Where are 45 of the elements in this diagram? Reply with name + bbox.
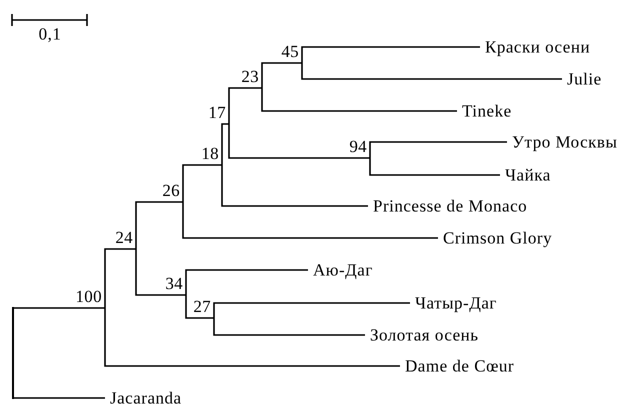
tree-branch bbox=[104, 308, 400, 367]
tree-branch bbox=[261, 88, 457, 112]
bootstrap-value: 45 bbox=[281, 43, 302, 63]
tree-branch bbox=[14, 307, 105, 309]
tree-branch bbox=[369, 141, 507, 158]
tree-branch bbox=[14, 397, 105, 399]
tree-branch bbox=[135, 201, 183, 249]
scale-label: 0,1 bbox=[38, 26, 62, 42]
tree-branch bbox=[185, 295, 214, 319]
taxon-label: Crimson Glory bbox=[438, 230, 552, 246]
bootstrap-value: 23 bbox=[241, 68, 262, 88]
taxon-label: Jacaranda bbox=[105, 390, 182, 404]
bootstrap-value: 17 bbox=[208, 104, 229, 124]
taxon-label: Аю-Даг bbox=[308, 262, 373, 278]
bootstrap-value: 24 bbox=[115, 229, 136, 249]
tree-branch bbox=[228, 124, 370, 159]
tree-branch bbox=[104, 248, 136, 308]
tree-branch bbox=[135, 249, 186, 296]
tree-branch bbox=[369, 158, 500, 176]
taxon-label: Золотая осень bbox=[365, 326, 479, 344]
taxon-label: Чайка bbox=[500, 166, 551, 184]
tree-branch bbox=[301, 63, 562, 80]
tree-branch bbox=[221, 123, 229, 165]
taxon-label: Julie bbox=[562, 70, 602, 88]
bootstrap-value: 26 bbox=[162, 182, 183, 202]
taxon-label: Princesse de Monaco bbox=[368, 198, 528, 214]
bootstrap-value: 94 bbox=[349, 138, 370, 158]
tree-branch bbox=[221, 165, 368, 207]
tree-branch bbox=[301, 46, 480, 63]
tree-branch bbox=[213, 318, 365, 336]
taxon-label: Чатыр-Даг bbox=[410, 294, 497, 312]
bootstrap-value: 100 bbox=[75, 288, 105, 308]
tree-branch bbox=[228, 87, 262, 124]
taxon-label: Dame de Cœur bbox=[400, 358, 514, 374]
taxon-label: Утро Москвы bbox=[507, 134, 618, 150]
tree-branch bbox=[182, 164, 222, 202]
tree-branch bbox=[182, 202, 438, 239]
bootstrap-value: 34 bbox=[165, 275, 186, 295]
tree-branch bbox=[213, 302, 410, 318]
tree-branch bbox=[261, 62, 302, 88]
bootstrap-value: 18 bbox=[201, 145, 222, 165]
taxon-label: Tineke bbox=[457, 102, 512, 120]
tree-branch bbox=[185, 269, 308, 295]
taxon-label: Краски осени bbox=[480, 38, 590, 56]
bootstrap-value: 27 bbox=[193, 298, 214, 318]
